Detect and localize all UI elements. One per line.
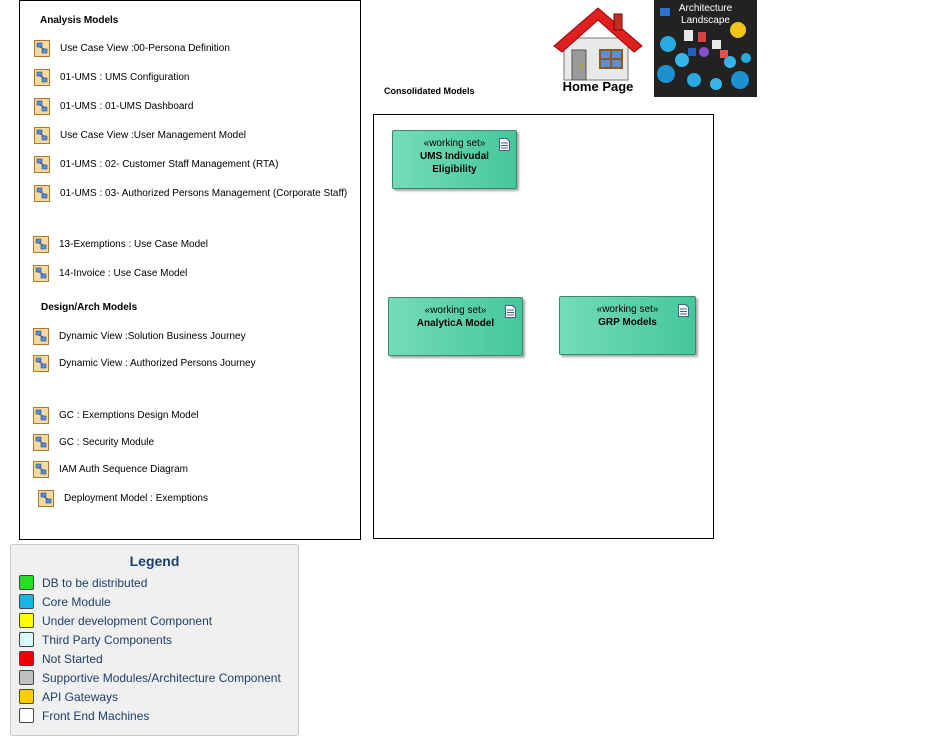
diagram-link-label: Deployment Model : Exemptions <box>64 493 208 504</box>
diagram-icon <box>33 407 49 424</box>
diagram-link-label: Dynamic View : Authorized Persons Journe… <box>59 358 256 369</box>
diagram-link[interactable]: GC : Exemptions Design Model <box>33 407 199 424</box>
legend-item: Core Module <box>19 594 111 609</box>
architecture-landscape-label-line2: Landscape <box>681 15 730 26</box>
legend-color-swatch <box>19 594 34 609</box>
legend-item: API Gateways <box>19 689 118 704</box>
diagram-icon <box>34 127 50 144</box>
diagram-icon <box>33 355 49 372</box>
legend-color-swatch <box>19 613 34 628</box>
diagram-link-label: 13-Exemptions : Use Case Model <box>59 239 208 250</box>
diagram-link-label: Dynamic View :Solution Business Journey <box>59 331 246 342</box>
diagram-link[interactable]: 01-UMS : UMS Configuration <box>34 69 190 86</box>
legend-item-label: Third Party Components <box>42 632 173 647</box>
home-page-label: Home Page <box>562 79 634 94</box>
legend-color-swatch <box>19 575 34 590</box>
diagram-link[interactable]: 01-UMS : 03- Authorized Persons Manageme… <box>34 185 347 202</box>
diagram-icon <box>33 265 49 282</box>
diagram-icon <box>34 185 50 202</box>
diagram-icon <box>33 328 49 345</box>
diagram-link-label: 14-Invoice : Use Case Model <box>59 268 188 279</box>
diagram-link[interactable]: IAM Auth Sequence Diagram <box>33 461 188 478</box>
legend-color-swatch <box>19 651 34 666</box>
legend-item: Front End Machines <box>19 708 149 723</box>
diagram-link-label: 01-UMS : 03- Authorized Persons Manageme… <box>60 188 348 199</box>
diagram-icon <box>33 434 49 451</box>
diagram-icon <box>34 69 50 86</box>
diagram-icon <box>34 98 50 115</box>
diagram-link[interactable]: GC : Security Module <box>33 434 154 451</box>
document-icon <box>678 304 689 317</box>
analysis-models-title: Analysis Models <box>40 15 119 26</box>
diagram-icon <box>33 236 49 253</box>
legend-color-swatch <box>19 632 34 647</box>
diagram-icon <box>34 40 50 57</box>
consolidated-models-title: Consolidated Models <box>384 86 475 96</box>
legend-item: DB to be distributed <box>19 575 147 590</box>
home-page-link[interactable]: Home Page <box>550 4 646 96</box>
working-set-stereotype: «working set» <box>423 138 486 149</box>
legend-title: Legend <box>129 553 180 569</box>
diagram-link[interactable]: Dynamic View : Authorized Persons Journe… <box>33 355 256 372</box>
working-set-analytica-model[interactable]: «working set» AnalyticA Model <box>388 297 523 356</box>
legend-item: Supportive Modules/Architecture Componen… <box>19 670 281 685</box>
diagram-link[interactable]: Use Case View :00-Persona Definition <box>34 40 230 57</box>
legend-item-label: DB to be distributed <box>42 575 148 590</box>
working-set-name-line2: Eligibility <box>432 164 477 175</box>
diagram-link[interactable]: Dynamic View :Solution Business Journey <box>33 328 246 345</box>
diagram-link-label: Use Case View :User Management Model <box>60 130 247 141</box>
working-set-stereotype: «working set» <box>596 304 659 315</box>
architecture-landscape-label-line1: Architecture <box>678 3 733 14</box>
working-set-name-line1: GRP Models <box>598 317 657 328</box>
document-icon <box>505 305 516 318</box>
diagram-link-label: IAM Auth Sequence Diagram <box>59 464 188 475</box>
diagram-link-label: 01-UMS : UMS Configuration <box>60 72 190 83</box>
working-set-name-line1: UMS Indivudal <box>420 151 489 162</box>
diagram-icon <box>34 156 50 173</box>
diagram-icon <box>33 461 49 478</box>
legend-item-label: Supportive Modules/Architecture Componen… <box>42 670 281 685</box>
architecture-landscape-link[interactable]: Architecture Landscape <box>654 0 757 97</box>
diagram-link[interactable]: 13-Exemptions : Use Case Model <box>33 236 208 253</box>
legend-item-label: Front End Machines <box>42 708 150 723</box>
working-set-name-line1: AnalyticA Model <box>416 318 495 329</box>
diagram-link[interactable]: Use Case View :User Management Model <box>34 127 246 144</box>
legend-item-label: API Gateways <box>42 689 119 704</box>
diagram-link[interactable]: 01-UMS : 01-UMS Dashboard <box>34 98 193 115</box>
legend-item: Under development Component <box>19 613 212 628</box>
legend-color-swatch <box>19 689 34 704</box>
diagram-link-label: 01-UMS : 02- Customer Staff Management (… <box>60 159 279 170</box>
legend-item-label: Under development Component <box>42 613 213 628</box>
architecture-landscape-image <box>654 0 757 97</box>
working-set-ums-eligibility[interactable]: «working set» UMS Indivudal Eligibility <box>392 130 517 189</box>
legend-item-label: Core Module <box>42 594 111 609</box>
legend-color-swatch <box>19 670 34 685</box>
working-set-grp-models[interactable]: «working set» GRP Models <box>559 296 696 355</box>
analysis-models-panel <box>19 0 361 540</box>
legend-item: Not Started <box>19 651 103 666</box>
diagram-link-label: GC : Exemptions Design Model <box>59 410 199 421</box>
document-icon <box>499 138 510 151</box>
legend-item: Third Party Components <box>19 632 172 647</box>
diagram-link-label: 01-UMS : 01-UMS Dashboard <box>60 101 194 112</box>
diagram-link-label: GC : Security Module <box>59 437 155 448</box>
diagram-link[interactable]: 01-UMS : 02- Customer Staff Management (… <box>34 156 278 173</box>
diagram-link-label: Use Case View :00-Persona Definition <box>60 43 230 54</box>
working-set-stereotype: «working set» <box>424 305 487 316</box>
design-models-title: Design/Arch Models <box>41 302 138 313</box>
legend-item-label: Not Started <box>42 651 103 666</box>
legend-color-swatch <box>19 708 34 723</box>
diagram-icon <box>38 490 54 507</box>
diagram-link[interactable]: 14-Invoice : Use Case Model <box>33 265 187 282</box>
diagram-link[interactable]: Deployment Model : Exemptions <box>38 490 208 507</box>
house-icon <box>553 7 643 81</box>
